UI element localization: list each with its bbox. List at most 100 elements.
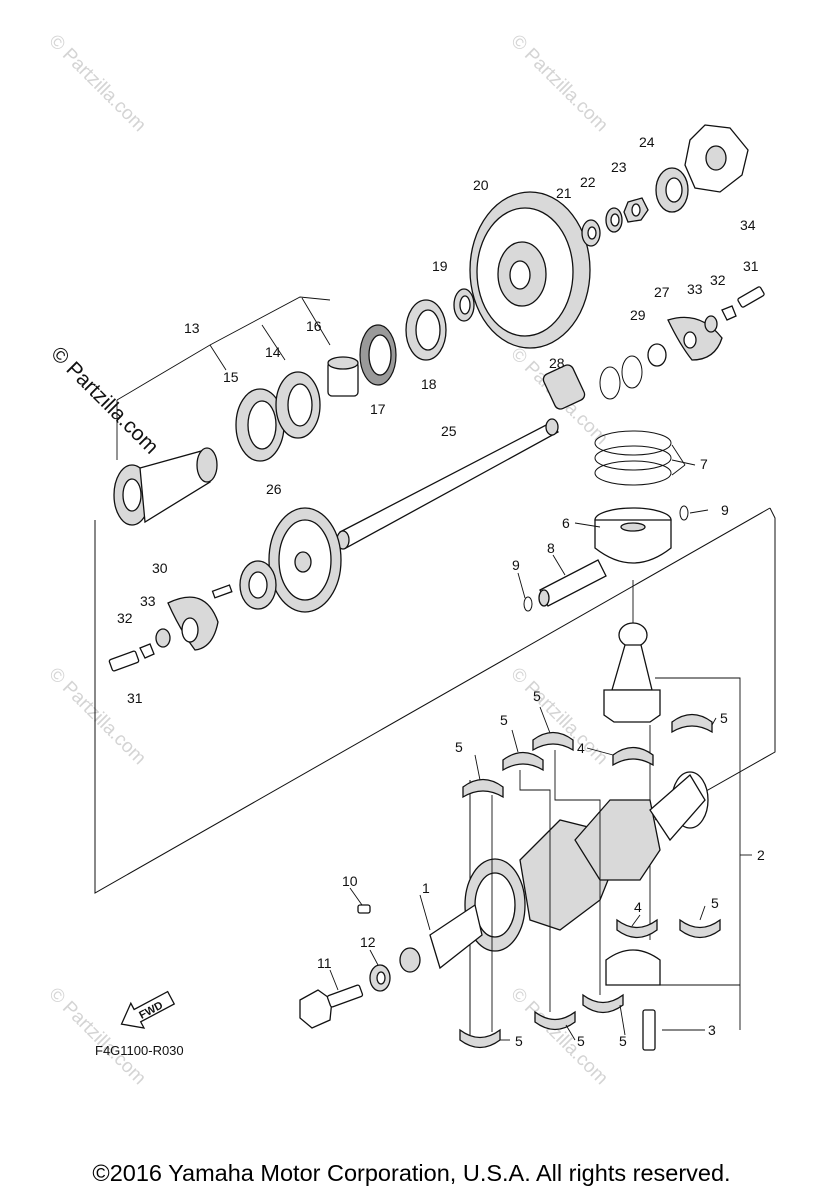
shaft-25 [336,418,559,550]
coupling-24 [655,167,689,213]
callout-1: 1 [422,880,430,896]
callout-11: 11 [317,955,332,971]
watermark-2: © Partzilla.com [506,31,611,136]
watermark-1: © Partzilla.com [44,31,149,136]
copyright-notice: ©2016 Yamaha Motor Corporation, U.S.A. A… [92,1160,731,1186]
assembly-outline [94,507,776,1040]
crankshaft-1 [399,771,709,973]
collar-29 [647,343,667,367]
callout-34: 34 [740,217,756,233]
bearing-left [239,560,277,610]
bolt-31-right [737,286,765,308]
watermark-6: © Partzilla.com [44,984,149,1089]
callout-5e: 5 [711,895,719,911]
callout-19: 19 [432,258,448,274]
bearing-28 [542,364,586,410]
callout-21: 21 [556,185,572,201]
weight-30 [167,596,219,651]
flywheel-group [469,124,749,349]
collar-16 [327,356,359,397]
nut-23 [623,197,649,223]
gear-26 [268,507,342,613]
callout-32a: 32 [117,610,133,626]
callout-5g: 5 [577,1033,585,1049]
callout-33a: 33 [140,593,156,609]
output-shaft-group [113,288,475,526]
callout-12: 12 [360,934,376,950]
callout-10: 10 [342,873,358,889]
bearing-shells [459,713,721,1049]
connecting-rod-2 [603,622,661,986]
callout-5f: 5 [515,1033,523,1049]
washer-12 [369,964,391,992]
callout-28: 28 [549,355,565,371]
callout-3: 3 [708,1022,716,1038]
callout-17: 17 [370,401,386,417]
callout-15: 15 [223,369,239,385]
clip-9-left [523,596,533,612]
callout-31a: 31 [127,690,143,706]
callout-5h: 5 [619,1033,627,1049]
callout-2: 2 [757,847,765,863]
oil-seal-17 [359,324,397,386]
washer-33-right [704,315,718,333]
callout-5d: 5 [720,710,728,726]
washer-21 [581,219,601,247]
balancer-gear-group [108,507,342,672]
callout-5c: 5 [533,688,541,704]
callout-25: 25 [441,423,457,439]
callout-14: 14 [265,344,281,360]
watermark-large: © Partzilla.com [46,342,162,458]
piston-rings-7 [594,430,672,486]
callout-9a: 9 [512,557,520,573]
callout-4b: 4 [634,899,642,915]
callout-23: 23 [611,159,627,175]
fwd-arrow: FWD [120,990,176,1029]
bearing-14 [275,371,321,439]
bolt-11 [299,984,364,1029]
callout-9b: 9 [721,502,729,518]
callout-4a: 4 [577,740,585,756]
key-left [211,584,233,599]
oil-seal-18 [405,299,447,361]
callout-20: 20 [473,177,489,193]
leader-brackets [329,444,752,1041]
bearing-15 [235,388,285,462]
diagram-code: F4G1100-R030 [95,1043,184,1058]
lock-washer-32-left [139,643,155,659]
piston-group [523,430,689,625]
callout-13: 13 [184,320,200,336]
bolt-31-left [108,650,140,672]
clip-9-right [679,505,689,521]
snap-rings [599,355,643,400]
fwd-label: FWD [137,999,165,1021]
callout-5b: 5 [500,712,508,728]
front-hardware [299,904,656,1051]
callout-30: 30 [152,560,168,576]
callout-18: 18 [421,376,437,392]
piston-pin-8 [538,559,607,607]
key-10 [357,904,371,914]
callout-5a: 5 [455,739,463,755]
lock-washer-32-right [721,305,737,321]
callout-22: 22 [580,174,596,190]
washer-19 [453,288,475,322]
rod-bolt-3 [642,1009,656,1051]
callout-8: 8 [547,540,555,556]
balancer-drive-right [542,286,765,410]
callout-6: 6 [562,515,570,531]
callout-7: 7 [700,456,708,472]
damper-34 [684,124,749,193]
callout-27: 27 [654,284,670,300]
callout-33b: 33 [687,281,703,297]
watermark-4: © Partzilla.com [44,664,149,769]
flywheel-20 [469,191,591,349]
callout-32b: 32 [710,272,726,288]
callout-16: 16 [306,318,322,334]
output-shaft [113,447,218,526]
callout-24: 24 [639,134,655,150]
callout-29: 29 [630,307,646,323]
callouts: 1 2 3 4 4 5 5 5 5 5 5 5 5 6 7 8 9 9 10 1… [117,134,765,1049]
callout-31b: 31 [743,258,759,274]
